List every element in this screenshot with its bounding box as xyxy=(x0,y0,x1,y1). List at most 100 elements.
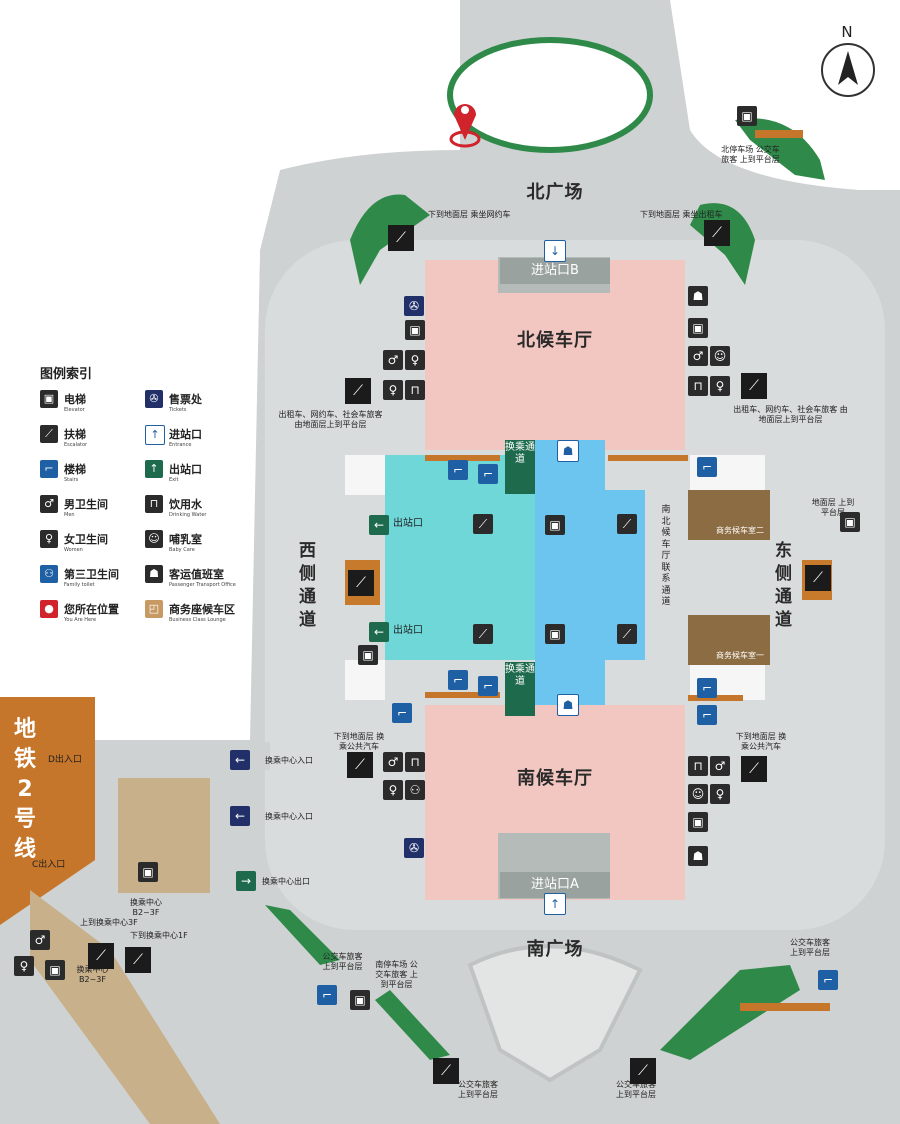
exit-icon: ↑ xyxy=(145,460,163,478)
stairs-icon: ⌐ xyxy=(448,670,468,690)
elevator-icon: ▣ xyxy=(405,320,425,340)
info-desk-icon: ☗ xyxy=(557,694,579,716)
stairs-icon: ⌐ xyxy=(697,705,717,725)
baby-care-icon: ☺ xyxy=(710,346,730,366)
bus-up-s-right-label: 公交车旅客 上到平台层 xyxy=(616,1080,656,1099)
business-lounge-1 xyxy=(688,615,770,665)
legend-item-cn: 第三卫生间 xyxy=(64,568,119,581)
elevator-icon: ▣ xyxy=(688,812,708,832)
north-plaza-label: 北广场 xyxy=(526,182,584,203)
metro-line-2-block xyxy=(0,697,95,925)
metro-exit-c: C出入口 xyxy=(32,860,66,870)
west-passage-label: 西侧通道 xyxy=(299,541,317,630)
legend-item-cn: 电梯 xyxy=(64,393,86,406)
stairs-icon: ⌐ xyxy=(40,460,58,478)
bus-up-s-left-label: 公交车旅客 上到平台层 xyxy=(458,1080,498,1099)
west-exit-top-label: 出站口 xyxy=(393,518,423,529)
men-icon: ♂ xyxy=(383,752,403,772)
legend-item-cn: 您所在位置 xyxy=(64,603,119,616)
east-ground-label: 地面层 上到平台层 xyxy=(811,498,855,517)
metro-exit-d: D出入口 xyxy=(48,755,82,765)
legend-item-cn: 扶梯 xyxy=(64,428,86,441)
water-icon: ⊓ xyxy=(688,376,708,396)
legend-item-cn: 客运值班室 xyxy=(169,568,224,581)
legend-item-cn: 商务座候车区 xyxy=(169,603,235,616)
stairs-icon: ⌐ xyxy=(818,970,838,990)
transfer-center-exit-icon: → xyxy=(236,871,256,891)
sky-area xyxy=(535,440,605,705)
taxi-ne-label: 下到地面层 乘坐出租车 xyxy=(640,210,723,219)
elevator-icon: ▣ xyxy=(688,318,708,338)
transfer-passage-bottom: 换乘通道 xyxy=(505,662,535,716)
women-icon: ♀ xyxy=(383,780,403,800)
south-hall-area xyxy=(425,705,685,900)
escalator-icon: ⟋ xyxy=(704,220,730,246)
escalator-icon: ⟋ xyxy=(741,373,767,399)
transfer-center-b2-label: 换乘中心 B2~3F xyxy=(130,898,162,917)
down-transfer-1f-label: 下到换乘中心1F xyxy=(130,931,188,940)
elevator-icon: ▣ xyxy=(45,960,65,980)
escalator-icon: ⟋ xyxy=(617,624,637,644)
legend-item-en: Baby Care xyxy=(169,547,195,553)
office-icon: ☗ xyxy=(145,565,163,583)
stairs-icon: ⌐ xyxy=(478,676,498,696)
office-icon: ☗ xyxy=(688,286,708,306)
business-lounge-1-label: 商务候车室一 xyxy=(716,651,764,660)
metro-line-2-title: 地铁2号线 xyxy=(13,717,36,862)
escalator-icon: ⟋ xyxy=(40,425,58,443)
stairs-icon: ⌐ xyxy=(392,703,412,723)
entrance-a-icon: ↑ xyxy=(544,893,566,915)
you-are-here-icon xyxy=(449,104,481,148)
north-hall-area xyxy=(425,260,685,450)
entrance-icon: ↑ xyxy=(145,425,165,445)
water-icon: ⊓ xyxy=(688,756,708,776)
legend-item-en: Stairs xyxy=(64,477,79,483)
connector-passage-label: 南北候车厅联系通道 xyxy=(661,505,671,607)
transfer-center-entrance-icon: ← xyxy=(230,750,250,770)
women-icon: ♀ xyxy=(40,530,58,548)
escalator-icon: ⟋ xyxy=(433,1058,459,1084)
escalator-icon: ⟋ xyxy=(805,565,831,591)
elevator-icon: ▣ xyxy=(737,106,757,126)
bus-down-east-label: 下到地面层 换乘公共汽车 xyxy=(735,732,787,751)
entrance-b-gate: 进站口B xyxy=(500,258,610,284)
legend-title: 图例索引 xyxy=(40,367,93,382)
ticket-icon: ✇ xyxy=(404,296,424,316)
legend-item-en: Business Class Lounge xyxy=(169,617,226,623)
compass-rose: N xyxy=(821,23,875,97)
office-icon: ☗ xyxy=(688,846,708,866)
west-exit-bottom-icon: ← xyxy=(369,622,389,642)
legend-item-cn: 楼梯 xyxy=(64,463,86,476)
legend-item-en: Drinking Water xyxy=(169,512,207,518)
elevator-icon: ▣ xyxy=(545,515,565,535)
legend-item-en: Entrance xyxy=(169,442,192,448)
legend-item-cn: 出站口 xyxy=(169,463,202,476)
legend-item-cn: 男卫生间 xyxy=(64,498,108,511)
women-icon: ♀ xyxy=(383,380,403,400)
elevator-icon: ▣ xyxy=(840,512,860,532)
ticket-icon: ✇ xyxy=(145,390,163,408)
men-icon: ♂ xyxy=(383,350,403,370)
north-hall-label: 北候车厅 xyxy=(517,330,593,351)
transfer-center-entrance-2: 换乘中心入口 xyxy=(265,812,313,821)
transfer-center-entrance-icon-2: ← xyxy=(230,806,250,826)
up-transfer-3f-label: 上到换乘中心3F xyxy=(80,918,138,927)
water-icon: ⊓ xyxy=(405,380,425,400)
north-roundabout xyxy=(447,37,653,153)
legend-item-cn: 饮用水 xyxy=(169,498,202,511)
west-exit-top-icon: ← xyxy=(369,515,389,535)
north-arrow-icon xyxy=(838,51,858,85)
escalator-icon: ⟋ xyxy=(617,514,637,534)
legend-item-cn: 售票处 xyxy=(169,393,202,406)
legend-item-en: Passenger Transport Office xyxy=(169,582,236,588)
men-icon: ♂ xyxy=(40,495,58,513)
women-icon: ♀ xyxy=(710,376,730,396)
east-passage-label: 东侧通道 xyxy=(775,541,793,630)
stairs-icon: ⌐ xyxy=(478,464,498,484)
